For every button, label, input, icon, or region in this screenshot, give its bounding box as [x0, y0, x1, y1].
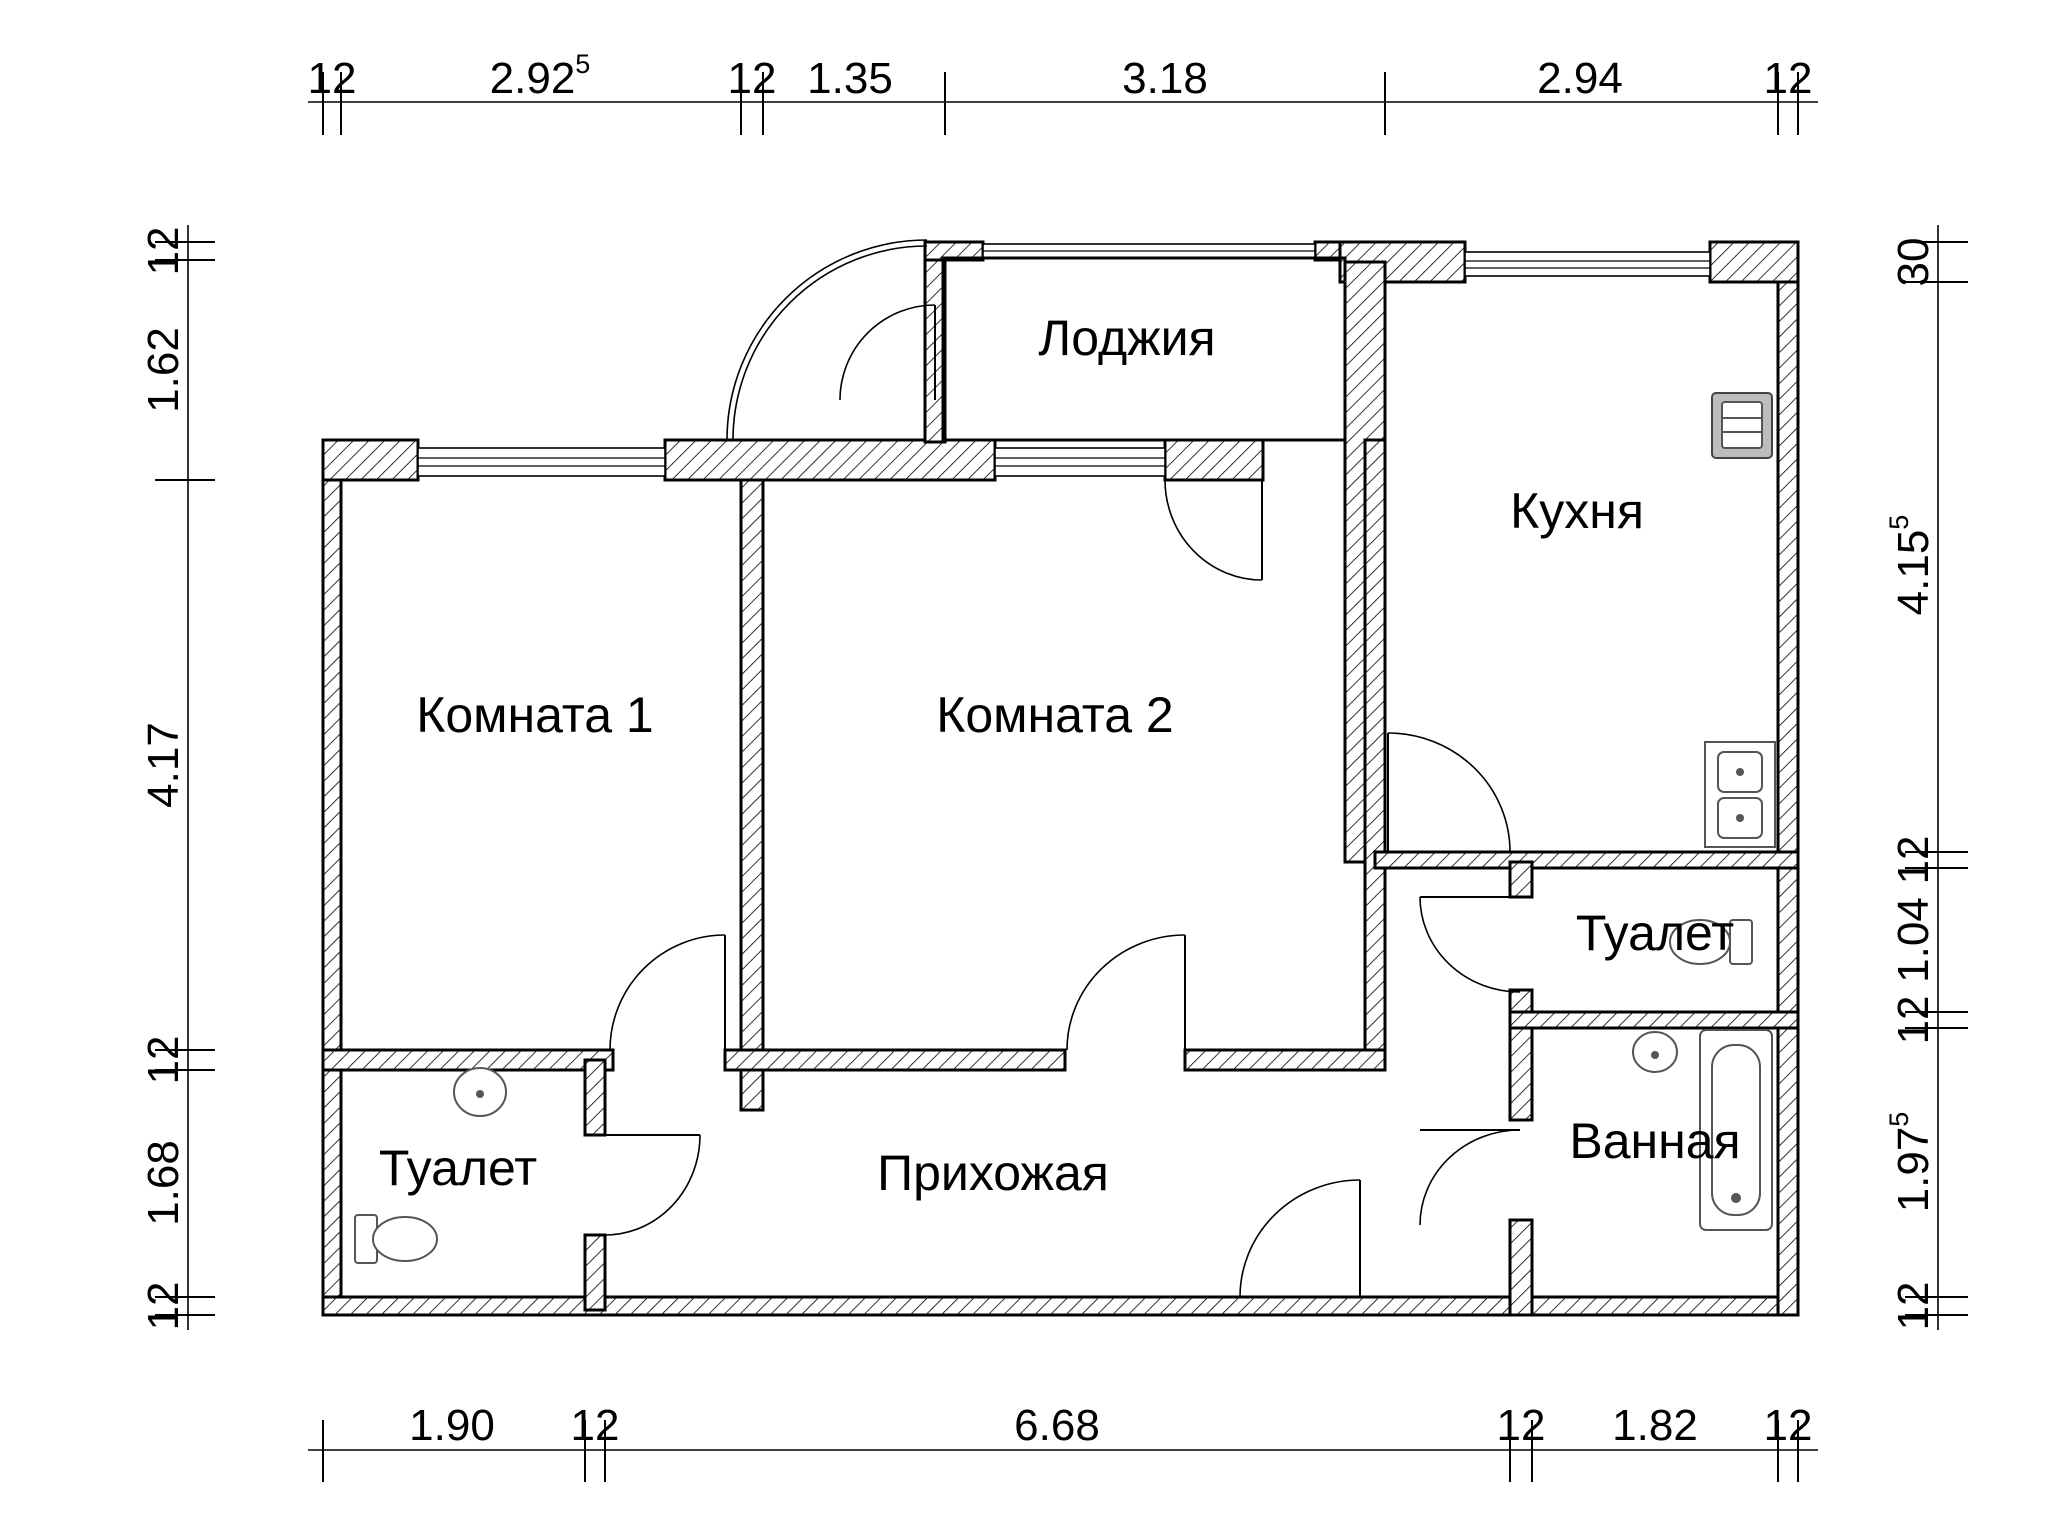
dim-right-wall-4: 12 [1889, 1282, 1938, 1331]
wall-room1-bottom [321, 1048, 615, 1072]
wall-kitchen-bottom [1373, 850, 1800, 870]
dimension-bottom: 1.90 12 6.68 12 1.82 12 [308, 1401, 1818, 1482]
wall-toilet-left-right [583, 1058, 607, 1137]
dim-top-loggia: 3.18 [1122, 54, 1208, 103]
window-room2 [994, 447, 1166, 477]
stove-icon [1711, 392, 1773, 459]
kitchen-sink-icon [1704, 741, 1776, 848]
door-entrance [1239, 1179, 1361, 1298]
dim-bottom-hallway: 6.68 [1014, 1401, 1100, 1450]
dim-left-wall-3: 12 [139, 1282, 188, 1331]
dim-right-toilet: 1.04 [1889, 897, 1938, 983]
wall-room2-bottom-left [723, 1048, 1067, 1072]
wall-room1-room2 [739, 478, 765, 1112]
wall-kitchen-top-right [1708, 240, 1800, 284]
dim-right-wall-2: 12 [1889, 836, 1938, 885]
door-bathroom [1419, 1129, 1521, 1226]
dim-right-wall-1: 30 [1889, 238, 1938, 287]
toilet-left-sink-icon [453, 1067, 507, 1117]
wall-room2-right [1363, 438, 1387, 1067]
loggia-rail [941, 256, 1347, 442]
wall-room2-bottom-right [1183, 1048, 1387, 1072]
window-kitchen [1464, 251, 1711, 277]
dimension-top: 12 2.925 12 1.35 3.18 2.94 12 [308, 49, 1818, 135]
room-label-bathroom: Ванная [1569, 1113, 1740, 1169]
dim-bottom-wall-3: 12 [1764, 1401, 1813, 1450]
door-loggia [839, 304, 936, 401]
wall-outer-top-room2-right [1163, 438, 1265, 482]
wall-bath-block-left-upper [1508, 860, 1534, 899]
dim-bottom-wall-2: 12 [1497, 1401, 1546, 1450]
room-label-toilet-right: Туалет [1576, 905, 1734, 961]
toilet-left-icon [354, 1214, 438, 1264]
bath-sink-icon [1632, 1031, 1678, 1073]
door-toilet-left [604, 1134, 701, 1236]
window-loggia [982, 243, 1316, 259]
wall-bath-block-left-mid [1508, 988, 1534, 1122]
dim-left-loggia: 1.62 [139, 327, 188, 413]
room-label-hallway: Прихожая [877, 1145, 1109, 1201]
dim-top-wall-3: 12 [1764, 54, 1813, 103]
wall-toilet-bath [1508, 1010, 1800, 1030]
dim-top-kitchen: 2.94 [1537, 54, 1623, 103]
dim-bottom-toilet: 1.90 [409, 1401, 495, 1450]
dim-left-room1: 4.17 [139, 722, 188, 808]
room-label-kitchen: Кухня [1510, 483, 1644, 539]
door-room2 [1066, 934, 1186, 1051]
dim-left-toilet: 1.68 [139, 1140, 188, 1226]
dim-top-balcony: 1.35 [807, 54, 893, 103]
dim-right-kitchen: 4.155 [1884, 515, 1938, 616]
wall-toilet-left-right-lower [583, 1233, 607, 1312]
room-labels: Лоджия Кухня Комната 1 Комната 2 Туалет … [379, 310, 1741, 1201]
room-label-room1: Комната 1 [416, 687, 653, 743]
dim-top-wall-2: 12 [728, 54, 777, 103]
door-room2-loggia [1164, 479, 1263, 581]
door-balcony [726, 239, 928, 441]
dim-bottom-wall-1: 12 [571, 1401, 620, 1450]
wall-outer-bottom [321, 1295, 1800, 1317]
doors [604, 239, 1521, 1298]
wall-bath-block-left-lower [1508, 1218, 1534, 1317]
fixtures [354, 392, 1776, 1264]
wall-outer-left [321, 438, 343, 1317]
dim-bottom-bath: 1.82 [1612, 1401, 1698, 1450]
wall-outer-right [1776, 240, 1800, 1317]
wall-outer-top-room1 [321, 438, 420, 482]
dim-left-wall-2: 12 [139, 1036, 188, 1085]
walls [321, 240, 1800, 1317]
dim-left-wall-1: 12 [139, 227, 188, 276]
dim-right-wall-3: 12 [1889, 996, 1938, 1045]
door-kitchen [1387, 732, 1511, 853]
dim-top-room1: 2.925 [490, 49, 591, 103]
dim-top-wall-1: 12 [308, 54, 357, 103]
room-label-loggia: Лоджия [1038, 310, 1215, 366]
dimension-right: 30 4.155 12 1.04 12 1.975 12 [1884, 225, 1968, 1330]
room-label-toilet-left: Туалет [379, 1140, 537, 1196]
dimension-left: 12 1.62 4.17 12 1.68 12 [139, 225, 215, 1330]
toilet-right-icon [1669, 919, 1753, 965]
dim-right-bath: 1.975 [1884, 1112, 1938, 1213]
door-toilet-right [1419, 896, 1521, 993]
window-room1 [417, 447, 666, 477]
wall-outer-top-mid [663, 438, 997, 482]
bathtub-icon [1699, 1029, 1773, 1231]
windows [417, 243, 1711, 477]
door-room1 [609, 934, 726, 1051]
room-label-room2: Комната 2 [936, 687, 1173, 743]
